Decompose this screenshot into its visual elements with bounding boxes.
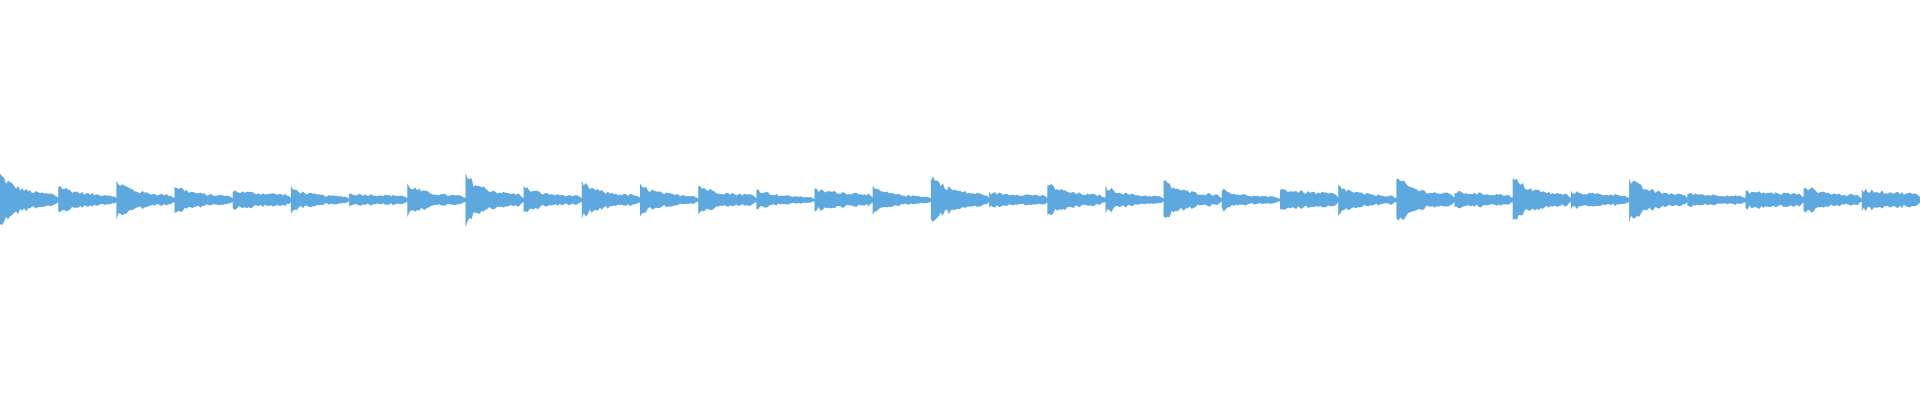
waveform-baseline xyxy=(0,198,1920,202)
waveform-segments xyxy=(0,172,1920,228)
